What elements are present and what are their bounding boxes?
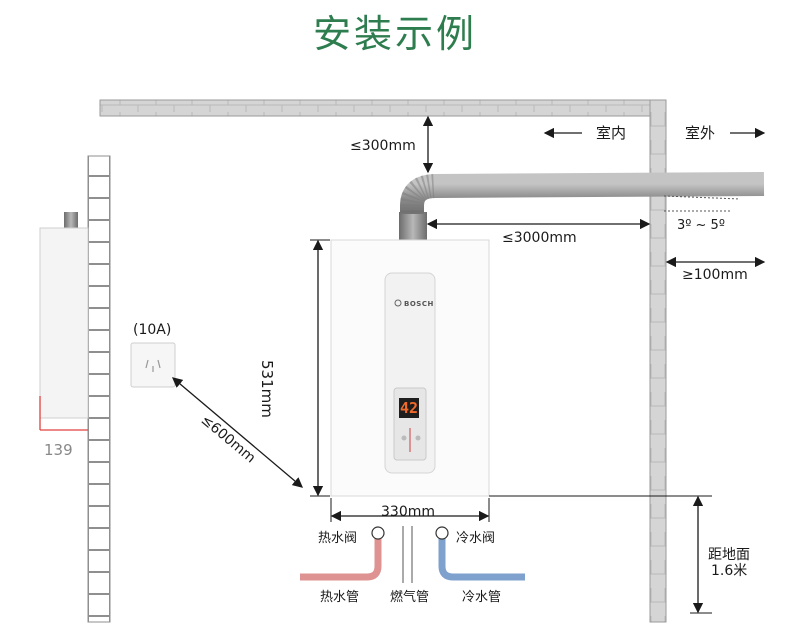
top-clearance-label: ≤300mm (350, 138, 416, 154)
outdoor-label: 室外 (685, 124, 716, 142)
ground-height-label-1: 距地面 (708, 547, 750, 563)
exterior-wall (649, 99, 667, 623)
flue-collar (399, 212, 427, 240)
hot-water-valve (371, 526, 385, 540)
cold-water-valve (435, 526, 449, 540)
indoor-label: 室内 (596, 124, 627, 142)
hot-valve-label: 热水阀 (318, 531, 358, 546)
side-depth-label: 139 (44, 441, 73, 459)
ground-height-label-2: 1.6米 (711, 563, 748, 579)
bosch-logo-icon (394, 299, 402, 307)
cold-water-pipe (438, 533, 525, 581)
width-label: 330mm (381, 504, 435, 520)
ceiling-wall (99, 99, 667, 117)
side-view-heater (39, 227, 89, 419)
socket-rating-label: (10A) (133, 322, 172, 338)
height-label: 531mm (258, 360, 276, 418)
side-view-wall (87, 155, 111, 623)
brand-label: BOSCH (404, 300, 434, 308)
power-socket-icon (130, 342, 176, 388)
side-view-flue (64, 212, 78, 229)
gas-pipe-label: 燃气管 (390, 590, 430, 605)
slope-label: 3º ~ 5º (677, 218, 725, 233)
temperature-display (399, 398, 419, 418)
display-temperature: 42 (400, 399, 419, 417)
flue-length-label: ≤3000mm (502, 230, 577, 246)
cold-pipe-label: 冷水管 (462, 590, 502, 605)
hot-pipe-label: 热水管 (320, 590, 360, 605)
wall-protrusion-label: ≥100mm (682, 267, 748, 283)
hot-water-pipe (300, 533, 382, 581)
flue-pipe (400, 172, 765, 214)
page-title: 安装示例 (312, 12, 477, 56)
cold-valve-label: 冷水阀 (456, 531, 496, 546)
